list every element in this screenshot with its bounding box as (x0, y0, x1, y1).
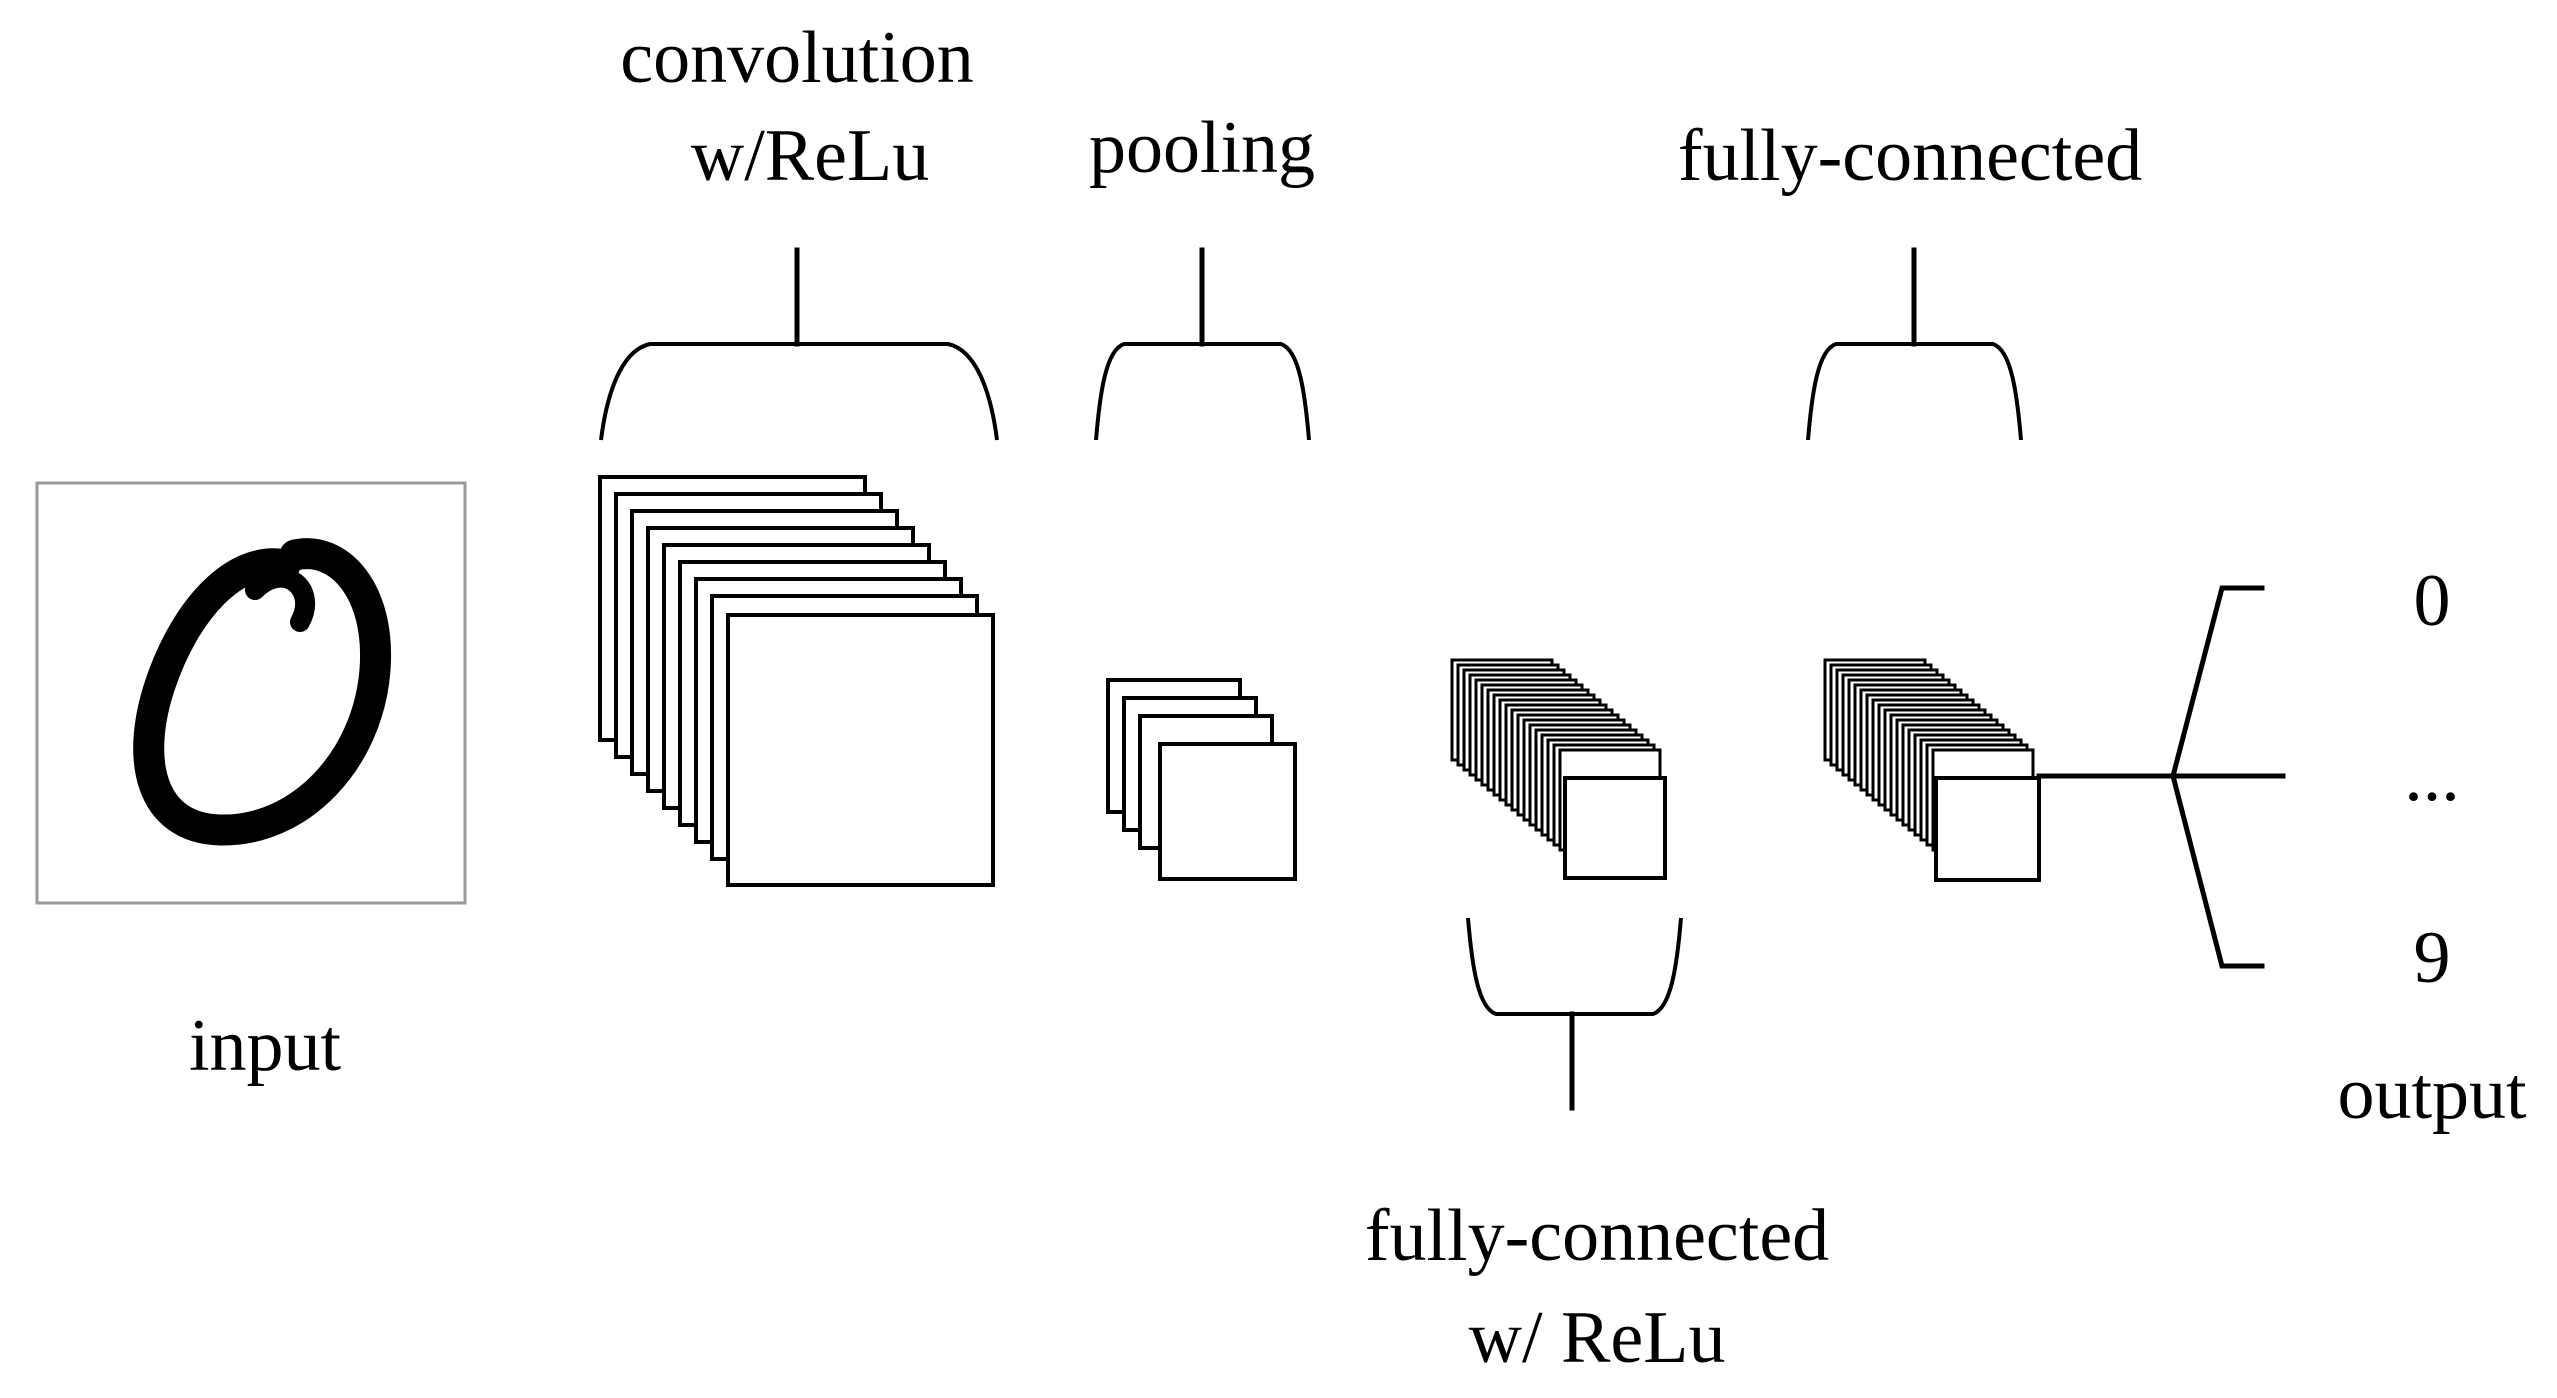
output-value-ellipsis: ... (2404, 735, 2460, 817)
fc-relu-brace (1466, 917, 1683, 1016)
pooling-feature-maps (1106, 678, 1297, 881)
input-image-panel (35, 481, 467, 905)
fc-output-units (1823, 658, 2041, 882)
convolution-label: convolution (620, 17, 974, 99)
convolution-relu-label: w/ReLu (691, 115, 929, 197)
input-label: input (189, 1005, 342, 1087)
pooling-brace (1094, 342, 1311, 441)
output-value-last: 9 (2414, 917, 2451, 999)
pool-map-4 (1158, 742, 1297, 881)
layer-braces (599, 247, 2023, 1111)
fc-relu-unit-front (1563, 776, 1667, 880)
fc-relu-label-line1: fully-connected (1365, 1195, 1829, 1277)
convolution-feature-maps (598, 475, 995, 887)
fc-relu-label-line2: w/ ReLu (1469, 1297, 1726, 1379)
fully-connected-label: fully-connected (1678, 115, 2142, 197)
output-fork-top (2169, 585, 2265, 780)
output-label: output (2337, 1053, 2527, 1135)
output-fork-bottom (2169, 772, 2265, 969)
output-value-first: 0 (2414, 560, 2451, 642)
output-connector (2036, 585, 2286, 969)
fc-unit-front (1934, 776, 2041, 882)
convolution-brace (599, 342, 999, 441)
fully-connected-brace (1806, 342, 2023, 441)
fc-relu-units (1450, 658, 1667, 880)
handwritten-zero-icon (133, 538, 392, 846)
pooling-label: pooling (1089, 107, 1315, 189)
conv-map-9 (726, 613, 995, 887)
diagram-labels: convolution w/ReLu pooling fully-connect… (189, 17, 2527, 1379)
